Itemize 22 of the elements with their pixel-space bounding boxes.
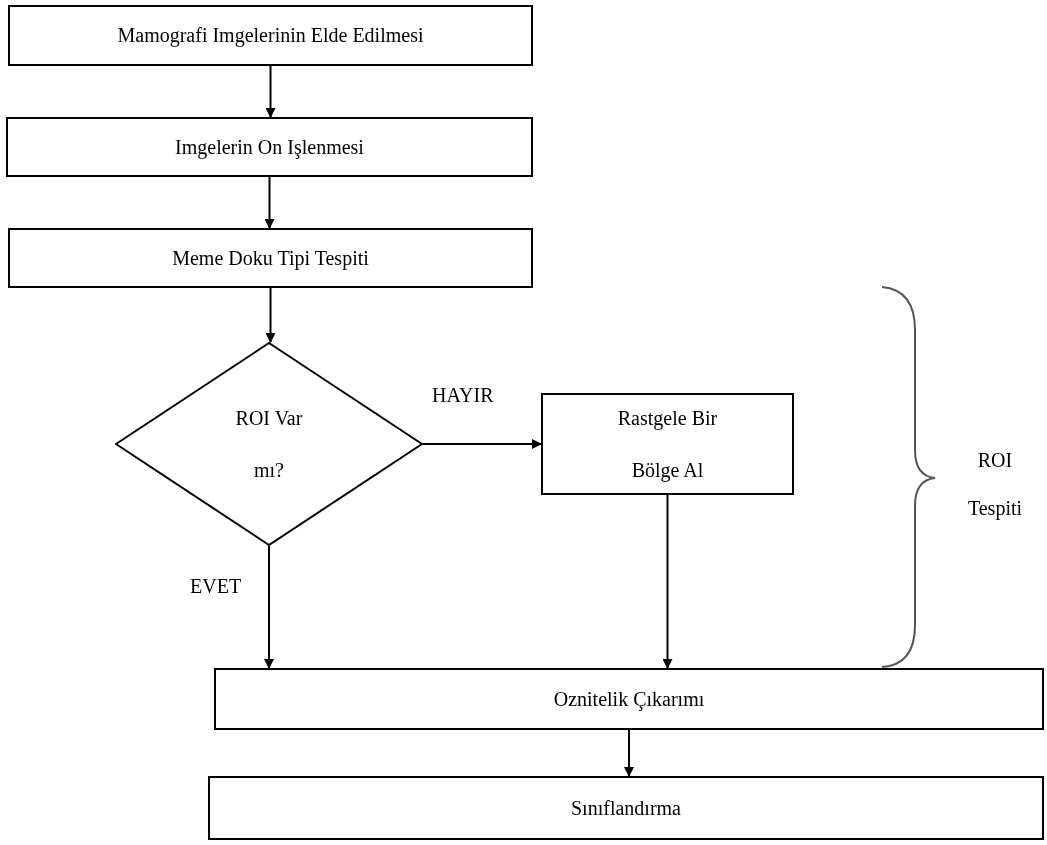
node-label: ROI Var mı?: [234, 406, 304, 483]
node-label: Mamografi Imgelerinin Elde Edilmesi: [117, 23, 424, 48]
node-label: Oznitelik Çıkarımı: [553, 686, 705, 712]
node-label: Rastgele Bir Bölge Al: [616, 406, 719, 484]
arrow: [624, 729, 634, 777]
process-box: [8, 228, 533, 288]
process-box: [541, 393, 794, 495]
node-label: Imgelerin On Işlenmesi: [175, 134, 364, 160]
arrow: [422, 439, 542, 449]
process-box: [214, 668, 1044, 730]
node-label: Meme Doku Tipi Tespiti: [172, 245, 369, 271]
arrow: [662, 494, 673, 669]
process-box: [208, 776, 1044, 840]
bracket-label: ROI Tespiti: [966, 448, 1024, 522]
process-box: [6, 117, 533, 177]
arrow: [265, 65, 276, 118]
process-box: [8, 5, 533, 66]
arrow: [265, 287, 276, 343]
arrow: [264, 176, 275, 229]
arrow: [264, 545, 274, 669]
node-label: Sınıflandırma: [571, 795, 681, 821]
decision-diamond: [115, 342, 423, 546]
